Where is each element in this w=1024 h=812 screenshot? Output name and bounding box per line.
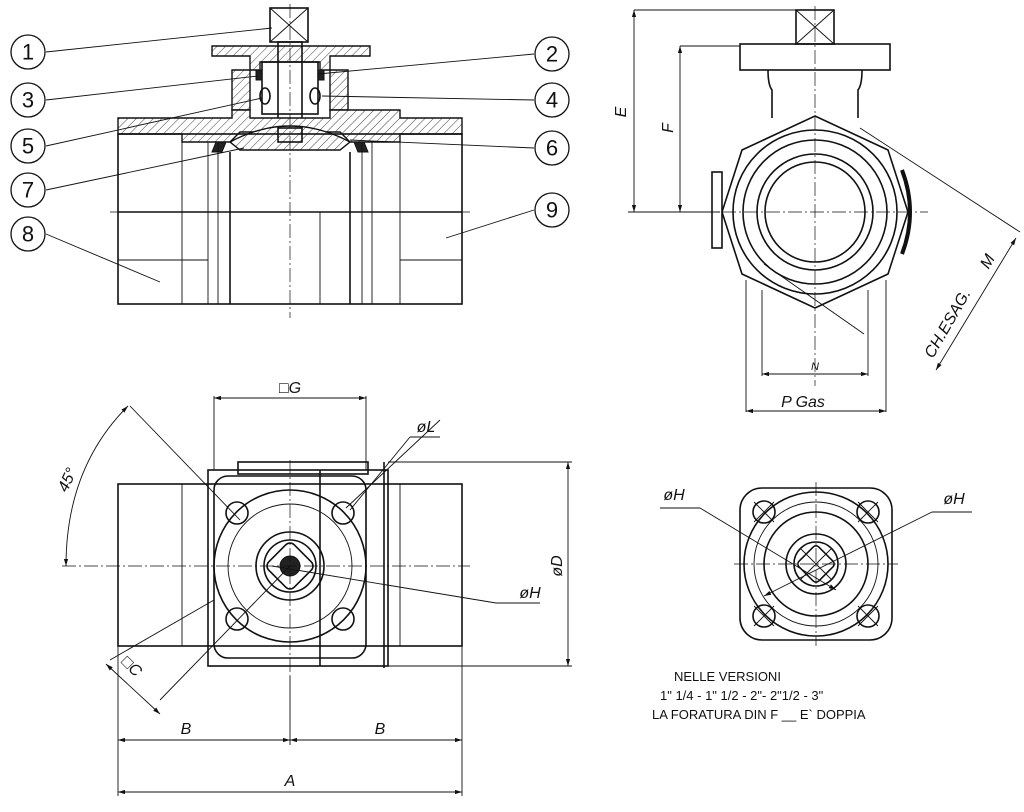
dim-label-L: øL [417, 419, 436, 436]
dim-label-H: øH [519, 585, 541, 602]
dim-label-D: øD [549, 555, 566, 577]
svg-text:7: 7 [22, 178, 34, 203]
dim-label-F: F [660, 122, 677, 133]
part-balloons: 1 3 5 7 8 2 4 6 9 [10, 27, 570, 283]
dim-label-E: E [613, 106, 630, 117]
svg-text:5: 5 [22, 134, 34, 159]
dim-label-G: □G [279, 380, 301, 397]
balloon-6: 6 [534, 130, 570, 166]
dim-label-M: M [977, 251, 999, 272]
svg-text:2: 2 [546, 42, 558, 67]
note-block: NELLE VERSIONI 1" 1/4 - 1" 1/2 - 2"- 2"1… [652, 669, 866, 722]
detail-label-H-left: øH [663, 487, 685, 504]
svg-text:8: 8 [22, 222, 34, 247]
svg-text:4: 4 [546, 88, 558, 113]
svg-text:6: 6 [546, 136, 558, 161]
svg-text:9: 9 [546, 198, 558, 223]
section-view [110, 4, 470, 318]
svg-text:1: 1 [22, 40, 34, 65]
svg-text:3: 3 [22, 88, 34, 113]
note-line-2: 1" 1/4 - 1" 1/2 - 2"- 2"1/2 - 3" [660, 688, 824, 703]
balloon-2: 2 [534, 36, 570, 72]
balloon-9: 9 [534, 192, 570, 228]
top-view: □G øL øH øD 45° □C B B A [55, 380, 572, 796]
balloon-1: 1 [10, 34, 46, 70]
note-line-3: LA FORATURA DIN F __ E` DOPPIA [652, 707, 866, 722]
dim-label-A: A [284, 773, 296, 790]
dim-label-N: N [811, 361, 819, 373]
balloon-5: 5 [10, 128, 46, 164]
flange-detail-view: øH øH [660, 482, 972, 646]
note-line-1: NELLE VERSIONI [674, 669, 781, 684]
dim-label-C: □C [118, 653, 145, 680]
dim-label-p-gas: P Gas [781, 394, 825, 411]
balloon-4: 4 [534, 82, 570, 118]
detail-label-H-right: øH [943, 491, 965, 508]
dim-label-B-right: B [375, 721, 386, 738]
side-view: E F M CH.ESAG. N P Gas [613, 6, 1021, 414]
dim-label-B-left: B [181, 721, 192, 738]
balloon-8: 8 [10, 216, 46, 252]
balloon-3: 3 [10, 82, 46, 118]
balloon-7: 7 [10, 172, 46, 208]
